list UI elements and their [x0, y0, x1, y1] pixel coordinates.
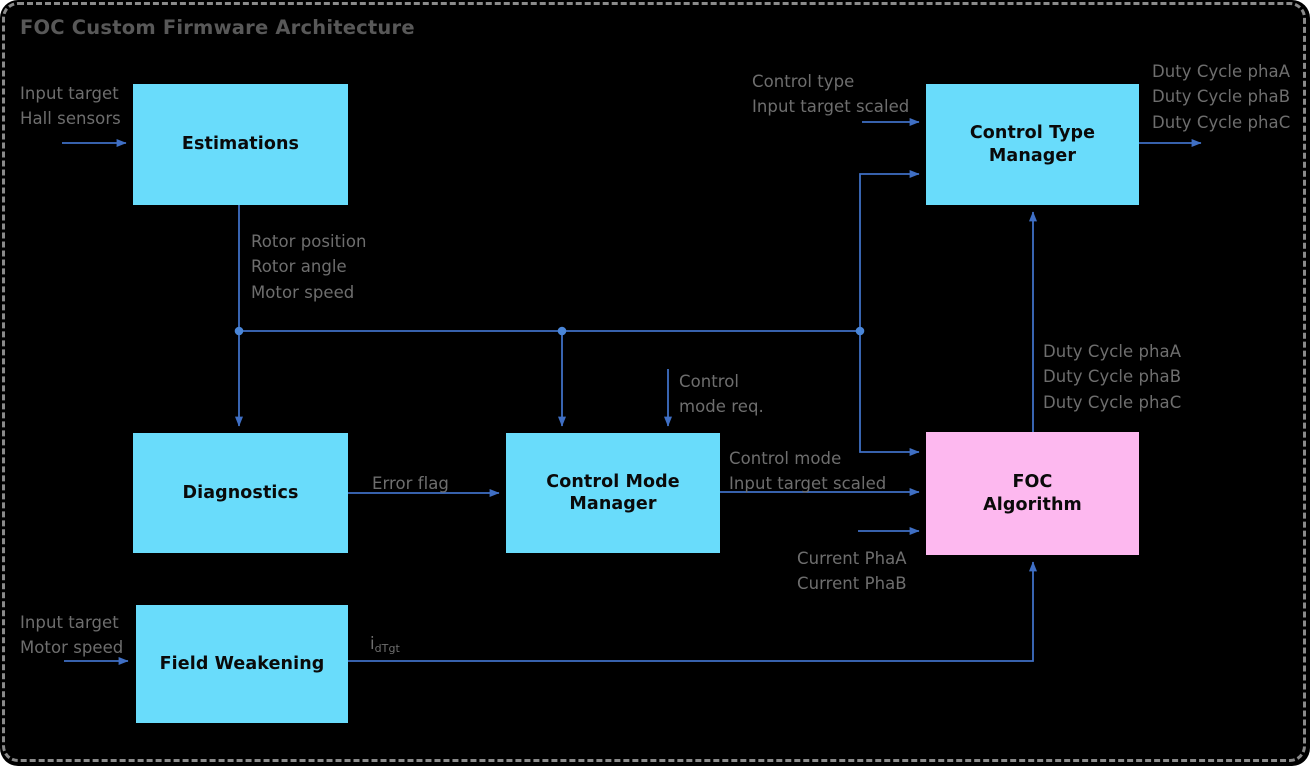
label-control-type-output: Duty Cycle phaA Duty Cycle phaB Duty Cyc… [1152, 62, 1291, 132]
edge-bus-to-foc-algorithm [859, 331, 920, 456]
junction-dot [855, 326, 865, 336]
junction-dot [234, 326, 244, 336]
label-estimations-output: Rotor position Rotor angle Motor speed [251, 232, 367, 302]
edge-field-weakening-to-foc [348, 561, 1037, 662]
label-error-flag: Error flag [372, 474, 449, 493]
block-estimations-label: Estimations [181, 134, 300, 155]
block-diagnostics-label: Diagnostics [182, 482, 299, 503]
block-control-type-manager[interactable]: Control Type Manager [926, 84, 1139, 205]
block-foc-algorithm[interactable]: FOC Algorithm [926, 432, 1139, 555]
label-foc-duty-output: Duty Cycle phaA Duty Cycle phaB Duty Cyc… [1043, 342, 1182, 412]
label-idtgt-subscript: dTgt [374, 642, 400, 655]
block-diagnostics[interactable]: Diagnostics [133, 433, 348, 553]
page-title: FOC Custom Firmware Architecture [20, 16, 415, 39]
label-control-mode-req: Control mode req. [679, 372, 764, 417]
block-control-type-manager-label: Control Type Manager [969, 123, 1096, 166]
label-field-weakening-output: idTgt [370, 631, 400, 656]
label-control-mode-output: Control mode Input target scaled [729, 449, 887, 494]
label-control-type-input: Control type Input target scaled [752, 72, 910, 117]
label-field-weakening-input: Input target Motor speed [20, 613, 124, 658]
label-idtgt-base: i [370, 634, 375, 653]
block-control-mode-manager[interactable]: Control Mode Manager [506, 433, 720, 553]
label-estimations-input: Input target Hall sensors [20, 84, 121, 129]
block-control-mode-manager-label: Control Mode Manager [546, 471, 680, 514]
label-current-input: Current PhaA Current PhaB [797, 549, 907, 594]
junction-dot [557, 326, 567, 336]
edge-bus-to-control-type-manager [859, 170, 920, 331]
block-estimations[interactable]: Estimations [133, 84, 348, 205]
block-field-weakening[interactable]: Field Weakening [136, 605, 348, 723]
block-field-weakening-label: Field Weakening [159, 653, 325, 674]
block-foc-algorithm-label: FOC Algorithm [983, 472, 1082, 515]
